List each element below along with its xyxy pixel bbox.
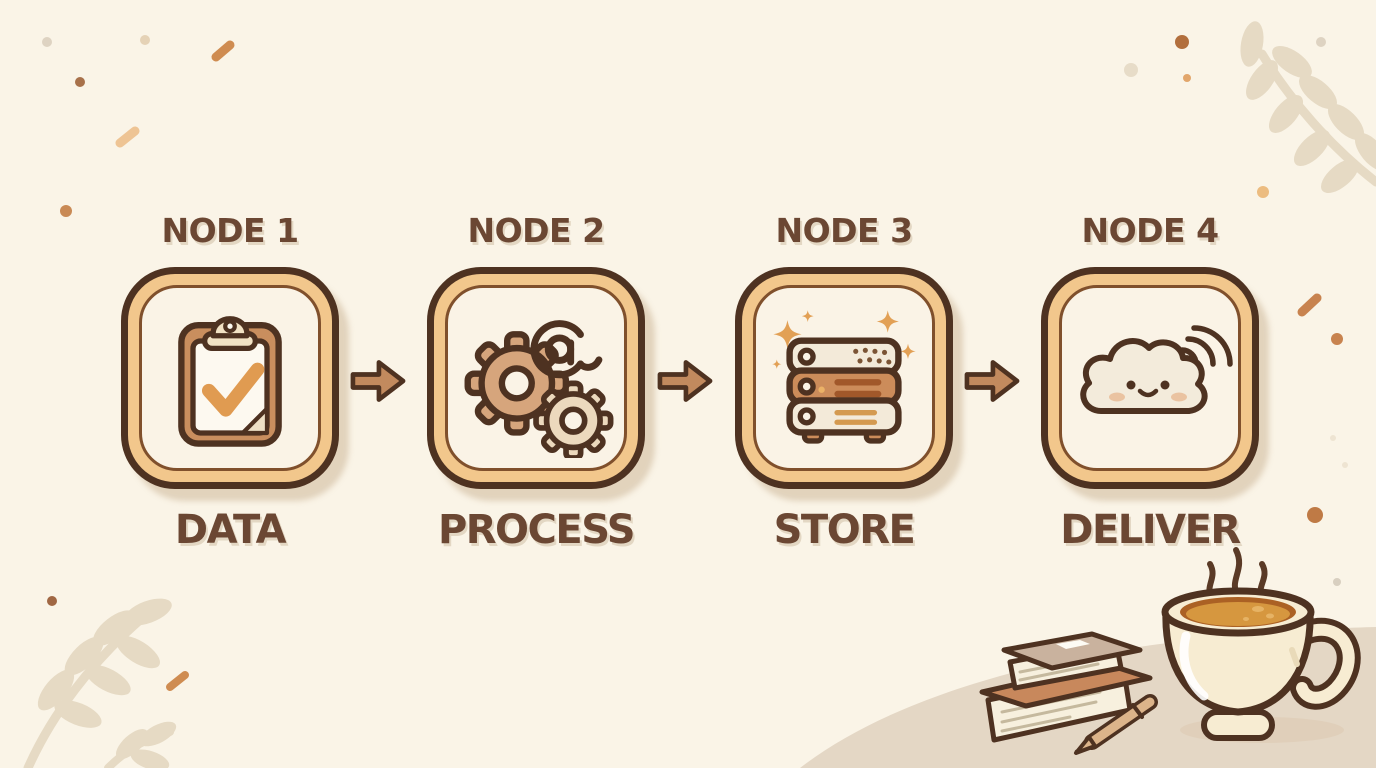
leaf-branch-icon <box>1240 21 1376 194</box>
node-2-box <box>427 267 645 489</box>
node-3-label: STORE <box>773 507 916 553</box>
flow-node-4: NODE 4 DELIVER <box>1041 209 1259 553</box>
sparkle-icon <box>772 310 916 369</box>
node-2-panel <box>445 285 627 471</box>
node-4-title: NODE 4 <box>1081 211 1219 250</box>
node-4-box <box>1041 267 1259 489</box>
node-3-box <box>735 267 953 489</box>
node-1-box <box>121 267 339 489</box>
cloud-wireless-icon <box>1080 325 1233 414</box>
gear-icon <box>533 380 614 458</box>
arrow-right-icon <box>657 360 713 402</box>
node-1-label: DATA <box>174 507 287 553</box>
at-sign-icon <box>530 320 603 379</box>
book-stack-icon <box>979 631 1153 743</box>
node-2-title: NODE 2 <box>467 211 605 250</box>
scatter-dots <box>42 35 1348 691</box>
node-2-label: PROCESS <box>437 507 636 553</box>
flow-node-1: NODE 1 DATA <box>121 209 339 553</box>
gears-at-icon <box>464 320 614 458</box>
flow-node-2: NODE 2 <box>427 209 645 553</box>
arrow-right-icon <box>964 360 1020 402</box>
pen-icon <box>1074 694 1158 755</box>
node-4-panel <box>1059 285 1241 471</box>
leaf-branch-icon <box>104 721 177 768</box>
coffee-cup-icon <box>1161 547 1361 743</box>
flow-node-3: NODE 3 <box>735 209 953 553</box>
node-3-panel <box>753 285 935 471</box>
clipboard-check-icon <box>178 316 282 447</box>
arrow-right-icon <box>350 360 406 402</box>
server-stack-icon <box>772 310 916 444</box>
leaf-branch-icon <box>23 598 172 768</box>
node-3-title: NODE 3 <box>775 211 913 250</box>
node-1-title: NODE 1 <box>161 211 299 250</box>
node-1-panel <box>139 285 321 471</box>
node-4-label: DELIVER <box>1060 507 1241 553</box>
